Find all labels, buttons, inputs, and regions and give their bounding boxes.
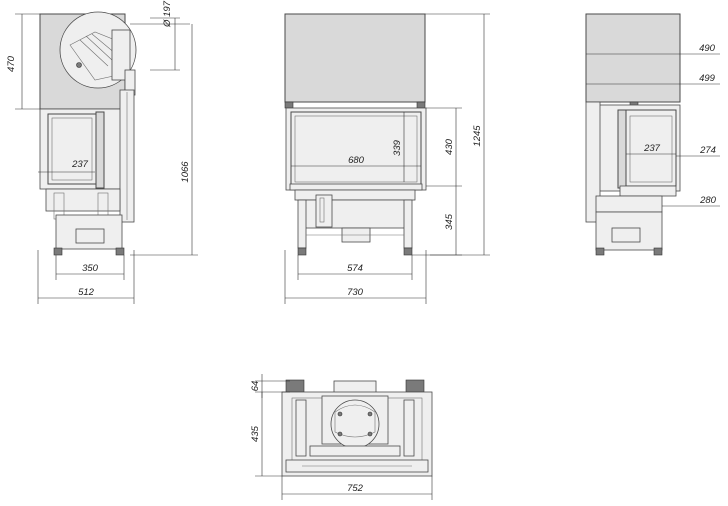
side-view-right xyxy=(585,13,681,256)
dim-top-height: 470 xyxy=(6,55,17,72)
dim-total-height: 1245 xyxy=(472,125,483,147)
side-right-dimensions: 490 499 237 274 280 xyxy=(586,43,720,207)
dim-body-depth: 435 xyxy=(250,425,261,442)
side-view-left xyxy=(39,11,137,256)
top-view xyxy=(281,379,433,477)
dim-glass-right: 274 xyxy=(699,145,716,156)
dim-glass-height: 339 xyxy=(392,139,403,156)
dim-overall-width: 512 xyxy=(78,287,95,298)
flue-collar xyxy=(330,399,380,449)
side-left-dimensions: 470 Ø 197 1066 237 350 512 xyxy=(6,0,198,304)
upper-housing xyxy=(284,13,426,103)
dim-total-height: 1066 xyxy=(180,161,191,183)
dim-base-right: 280 xyxy=(699,195,717,206)
upper-housing xyxy=(585,13,681,103)
dim-glass-width: 680 xyxy=(348,155,365,166)
firebox xyxy=(39,108,126,190)
dim-top-b: 499 xyxy=(699,73,716,84)
door-frame xyxy=(285,107,427,191)
dim-overall-width: 730 xyxy=(347,287,364,298)
dim-glass-width: 237 xyxy=(643,143,661,154)
front-dimensions: 680 339 430 345 1245 574 730 xyxy=(284,13,490,304)
dim-collar-depth: 64 xyxy=(250,381,261,392)
dim-glass-width: 237 xyxy=(71,159,89,170)
dim-base-width: 350 xyxy=(82,263,99,274)
top-view-dimensions: 64 435 752 xyxy=(250,374,433,500)
dim-overall-width: 752 xyxy=(347,483,364,494)
dim-door-height: 430 xyxy=(444,138,455,155)
front-view xyxy=(284,13,427,256)
dim-base-width: 574 xyxy=(347,263,363,274)
dim-flue-diameter: Ø 197 xyxy=(162,0,173,28)
dim-base-height: 345 xyxy=(444,213,455,230)
dim-top-a: 490 xyxy=(699,43,716,54)
firebox xyxy=(597,104,681,192)
